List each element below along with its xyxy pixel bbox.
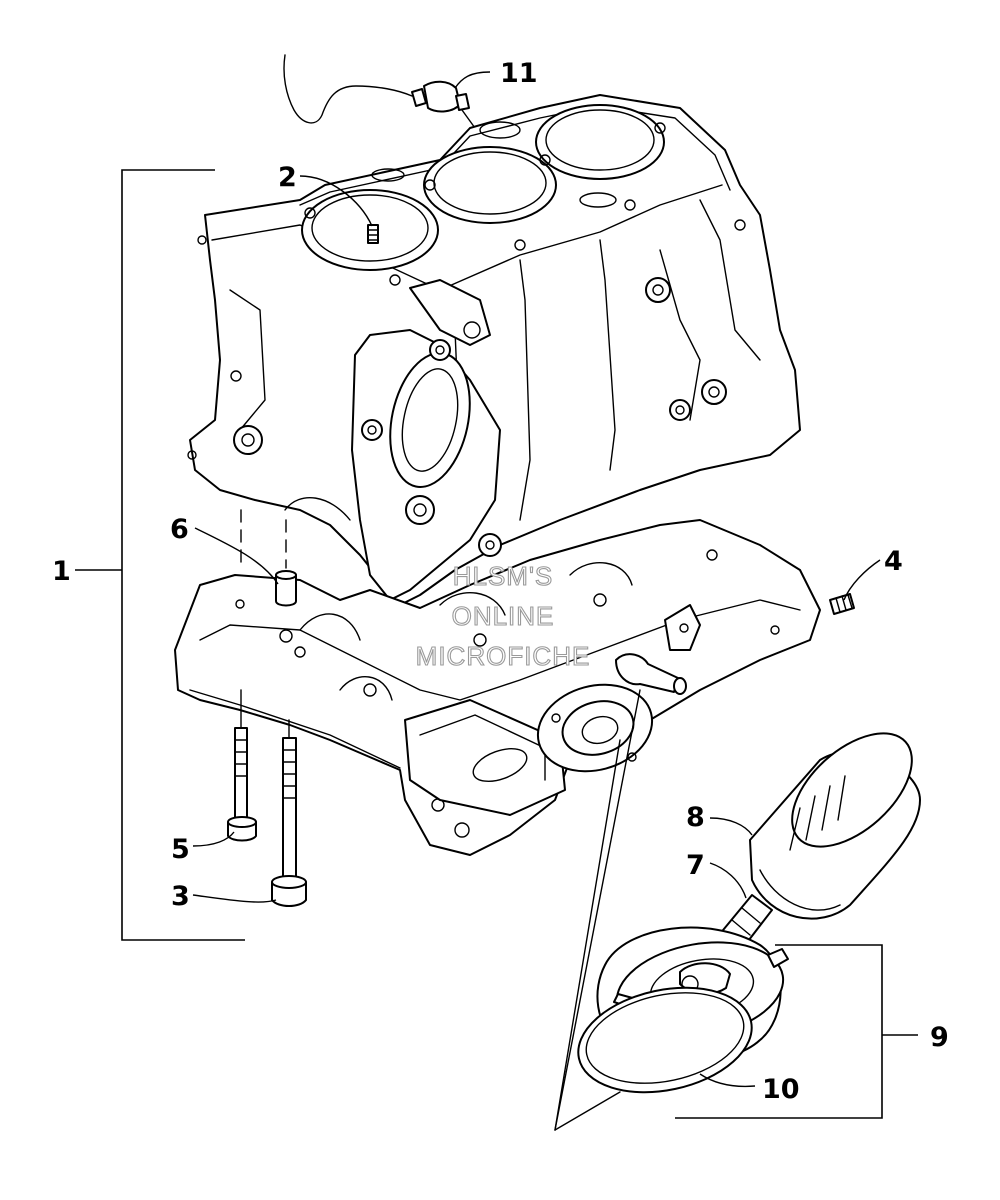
bolt-3 <box>271 719 307 907</box>
callout-6: 6 <box>170 514 189 545</box>
callout-2: 2 <box>278 162 297 193</box>
callout-7: 7 <box>686 850 705 881</box>
watermark-line-2: ONLINE <box>452 601 555 631</box>
crankcase-lower <box>174 519 821 856</box>
callout-4: 4 <box>884 546 903 577</box>
assembly-bracket-1 <box>75 169 245 941</box>
cylinder-block <box>187 94 801 606</box>
watermark-line-1: HLSM'S <box>453 561 554 591</box>
callout-10: 10 <box>762 1074 800 1105</box>
watermark-line-3: MICROFICHE <box>416 641 591 671</box>
watermark: HLSM'S ONLINE MICROFICHE <box>415 560 591 671</box>
callout-8: 8 <box>686 802 705 833</box>
knock-sensor <box>283 54 476 129</box>
callout-5: 5 <box>171 834 190 865</box>
callout-leaders <box>192 71 881 1088</box>
assembly-bracket-9 <box>675 944 918 1119</box>
o-ring <box>577 986 753 1094</box>
callout-3: 3 <box>171 881 190 912</box>
bolt-5 <box>227 689 257 842</box>
oil-filter <box>749 732 921 920</box>
callout-labels: 1 2 3 4 5 6 7 8 9 10 11 <box>52 58 949 1105</box>
callout-11: 11 <box>500 58 538 89</box>
insertion-guides <box>240 509 287 571</box>
plug-4 <box>829 593 855 615</box>
explosion-guides <box>554 689 641 1131</box>
callout-9: 9 <box>930 1022 949 1053</box>
callout-1: 1 <box>52 556 71 587</box>
